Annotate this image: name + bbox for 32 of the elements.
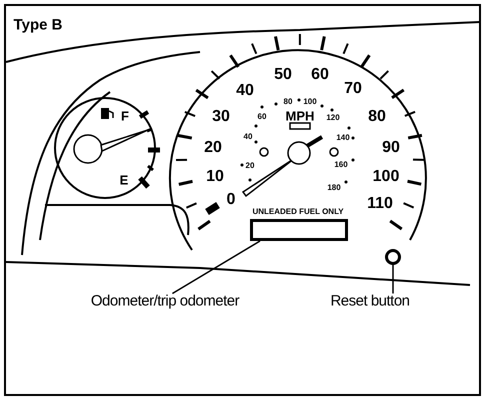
speed-number: 70 (344, 81, 362, 97)
speed-number: 30 (212, 109, 230, 125)
fuel-full-mark: F (121, 110, 129, 122)
speed-number: 40 (236, 83, 254, 99)
kmh-number: 40 (244, 133, 252, 141)
kmh-number: 120 (326, 114, 340, 122)
odometer-window (250, 219, 348, 241)
kmh-number: 60 (258, 113, 266, 121)
figure-title: Type B (14, 18, 62, 32)
speed-number: 10 (206, 169, 224, 185)
speed-number: 100 (372, 169, 400, 185)
speed-number: 60 (311, 67, 329, 83)
speed-number: 90 (382, 140, 400, 156)
speed-number: 20 (204, 140, 222, 156)
kmh-number: 80 (284, 98, 292, 106)
kmh-number: 140 (336, 134, 350, 142)
leader-line (392, 265, 394, 294)
kmh-number: 20 (246, 162, 254, 170)
leader-line (172, 240, 260, 294)
kmh-number: 180 (327, 184, 341, 192)
speed-number: 110 (367, 196, 393, 212)
speed-number: 0 (226, 192, 236, 208)
speed-number: 80 (368, 109, 386, 125)
callout-label: Reset button (330, 294, 410, 308)
speed-number: 50 (274, 67, 292, 83)
reset-button (385, 249, 401, 265)
unit-label: MPH (286, 110, 314, 122)
fuel-empty-mark: E (120, 174, 128, 186)
callout-label: Odometer/trip odometer (90, 294, 240, 308)
kmh-number: 160 (334, 161, 348, 169)
kmh-number: 100 (303, 98, 317, 106)
fuel-notice: UNLEADED FUEL ONLY (252, 208, 344, 216)
